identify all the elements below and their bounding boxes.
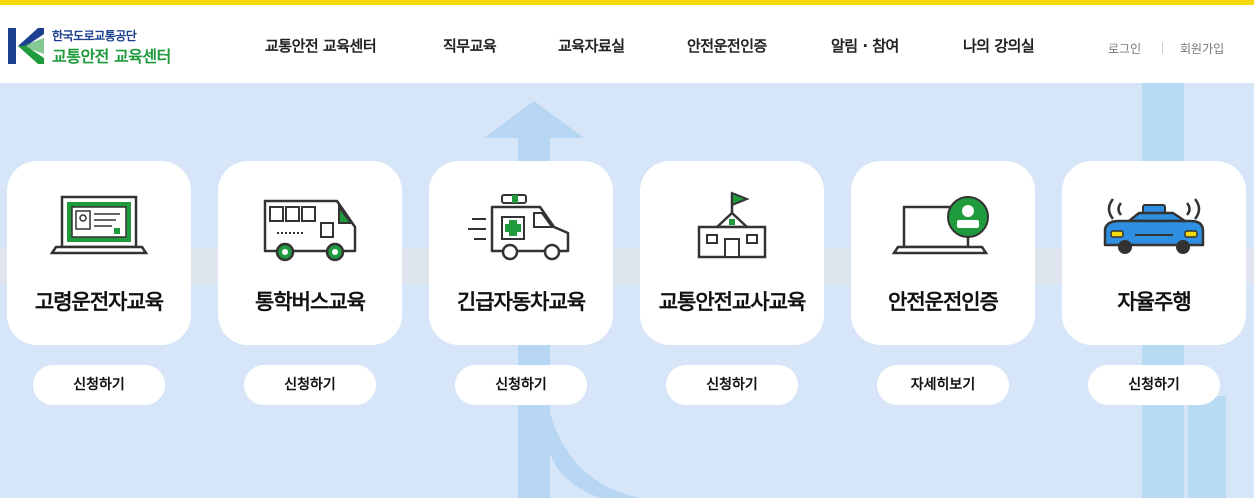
site-logo[interactable]: 한국도로교통공단 교통안전 교육센터 — [8, 25, 178, 71]
school-building-icon — [697, 191, 767, 259]
nav-item-resources[interactable]: 교육자료실 — [558, 37, 625, 55]
laptop-user-icon — [891, 196, 989, 255]
apply-button[interactable]: 신청하기 — [1088, 365, 1220, 405]
ambulance-icon — [468, 194, 570, 261]
card-title: 통학버스교육 — [255, 290, 366, 314]
course-card-school-bus[interactable]: 통학버스교육 — [218, 161, 402, 345]
course-card-safety-teacher[interactable]: 교통안전교사교육 — [640, 161, 824, 345]
logo-org-name: 한국도로교통공단 — [52, 29, 137, 43]
course-card-emergency-vehicle[interactable]: 긴급자동차교육 — [429, 161, 613, 345]
nav-item-job-training[interactable]: 직무교육 — [443, 37, 497, 55]
util-divider — [1162, 42, 1163, 54]
background-decor-bar-small — [1188, 396, 1226, 498]
signup-link[interactable]: 회원가입 — [1180, 42, 1225, 56]
logo-mark-icon — [8, 28, 44, 64]
nav-item-center[interactable]: 교통안전 교육센터 — [265, 37, 377, 55]
card-title: 자율주행 — [1117, 290, 1191, 314]
card-title: 안전운전인증 — [888, 290, 999, 314]
apply-button[interactable]: 신청하기 — [666, 365, 798, 405]
course-card-autonomous-driving[interactable]: 자율주행 — [1062, 161, 1246, 345]
card-title: 긴급자동차교육 — [456, 290, 586, 314]
school-bus-icon — [263, 199, 357, 262]
nav-item-notice-participation[interactable]: 알림 · 참여 — [831, 37, 899, 55]
course-card-elderly-driver[interactable]: 고령운전자교육 — [7, 161, 191, 345]
top-accent-bar — [0, 0, 1254, 5]
logo-site-title: 교통안전 교육센터 — [52, 47, 171, 66]
monitor-license-icon — [49, 195, 149, 255]
details-button[interactable]: 자세히보기 — [877, 365, 1009, 405]
apply-button[interactable]: 신청하기 — [33, 365, 165, 405]
apply-button[interactable]: 신청하기 — [244, 365, 376, 405]
site-header: 한국도로교통공단 교통안전 교육센터 교통안전 교육센터 직무교육 교육자료실 … — [0, 5, 1254, 83]
nav-item-my-classroom[interactable]: 나의 강의실 — [963, 37, 1035, 55]
card-title: 고령운전자교육 — [34, 290, 164, 314]
login-link[interactable]: 로그인 — [1108, 42, 1142, 56]
nav-item-safe-driving-cert[interactable]: 안전운전인증 — [687, 37, 767, 55]
autonomous-car-icon — [1103, 198, 1205, 254]
background-road-stripe — [0, 248, 1254, 284]
course-card-safe-driving-cert[interactable]: 안전운전인증 — [851, 161, 1035, 345]
main-visual: 고령운전자교육 신청하기 통학버스교육 신청하기 — [0, 83, 1254, 498]
card-title: 교통안전교사교육 — [658, 290, 807, 314]
apply-button[interactable]: 신청하기 — [455, 365, 587, 405]
